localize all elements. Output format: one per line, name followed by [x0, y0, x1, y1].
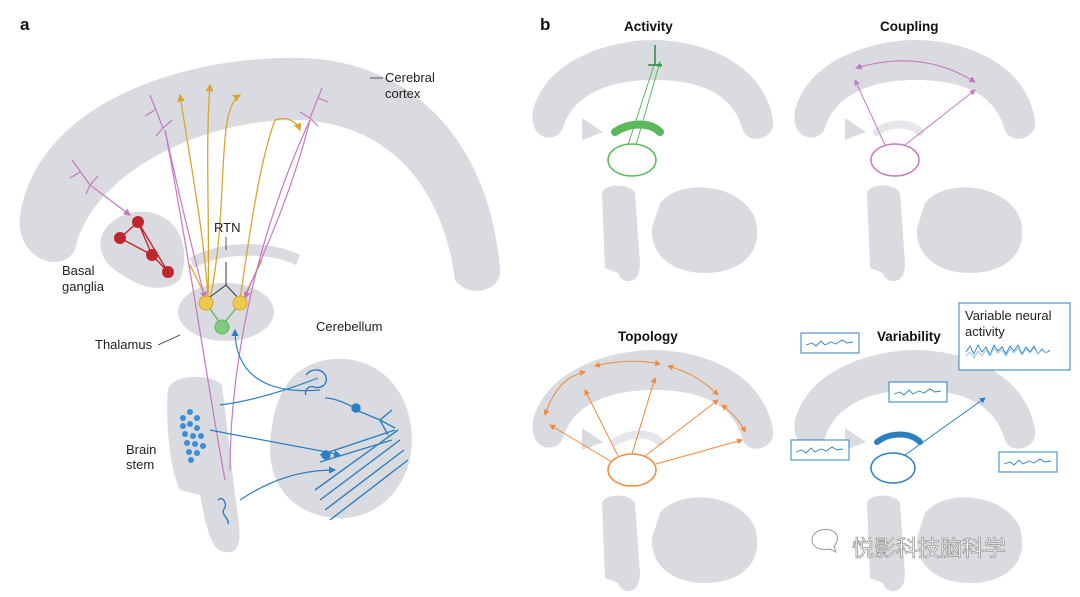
thalamic-relay-node-right [232, 295, 248, 311]
watermark-text: 悦影科技脑科学 [852, 537, 1006, 562]
thalamic-nodes [198, 262, 248, 335]
variable-activity-box [958, 302, 1071, 371]
brain-stem-label-1: Brain [126, 442, 156, 457]
brain-stem-label-2: stem [126, 457, 154, 472]
basal-ganglia-node-2 [132, 216, 144, 228]
basal-ganglia-circuit [114, 216, 174, 278]
mossy-fibers [319, 429, 396, 463]
topology-title: Topology [618, 329, 678, 344]
basal-ganglia-node-1 [114, 232, 126, 244]
variability-diagram: Variability Variable neural activity [790, 302, 1071, 592]
variability-title: Variability [877, 329, 941, 344]
purkinje-cell-dendrites [355, 409, 396, 436]
brain-stem-squiggle [217, 498, 229, 525]
cerebral-cortex-label-1: Cerebral [385, 70, 435, 85]
cortical-neuron-1 [69, 159, 99, 195]
cerebellum-region [269, 358, 412, 519]
panel-b-letter: b [540, 15, 550, 34]
thalamic-interneuron-node [214, 319, 230, 335]
cerebellar-pathways [209, 328, 356, 501]
thalamic-relay-node-left [198, 295, 214, 311]
basal-ganglia-label-2: ganglia [62, 279, 105, 294]
thalamus-label: Thalamus [95, 337, 153, 352]
brain-stem-nuclei [180, 409, 206, 463]
corticothalamic-projections [89, 119, 311, 481]
basal-ganglia-label-1: Basal [62, 263, 95, 278]
parallel-fibers [314, 429, 409, 521]
cortical-neuron-3 [299, 87, 329, 127]
activity-title: Activity [624, 19, 673, 34]
topology-diagram: Topology [532, 329, 774, 592]
cerebellar-nucleus-squiggle [304, 369, 328, 396]
cerebellar-circuit [304, 369, 409, 521]
coupling-title: Coupling [880, 19, 938, 34]
cerebral-cortex-region [19, 57, 501, 291]
cortical-neurons [69, 87, 329, 195]
coupling-diagram: Coupling [794, 19, 1036, 282]
activity-diagram: Activity [532, 19, 774, 282]
basal-ganglia-node-3 [146, 249, 158, 261]
cerebellum-label: Cerebellum [316, 319, 382, 334]
brain-stem-region [167, 376, 240, 553]
variable-activity-label-2: activity [965, 324, 1005, 339]
panel-a-letter: a [20, 15, 30, 34]
wechat-icon [811, 529, 838, 553]
rtn-label: RTN [214, 220, 240, 235]
cortical-neuron-2 [144, 94, 173, 137]
variable-activity-label-1: Variable neural [965, 308, 1052, 323]
basal-ganglia-node-4 [162, 266, 174, 278]
watermark: 悦影科技脑科学 [811, 529, 1006, 562]
cerebral-cortex-label-2: cortex [385, 86, 421, 101]
